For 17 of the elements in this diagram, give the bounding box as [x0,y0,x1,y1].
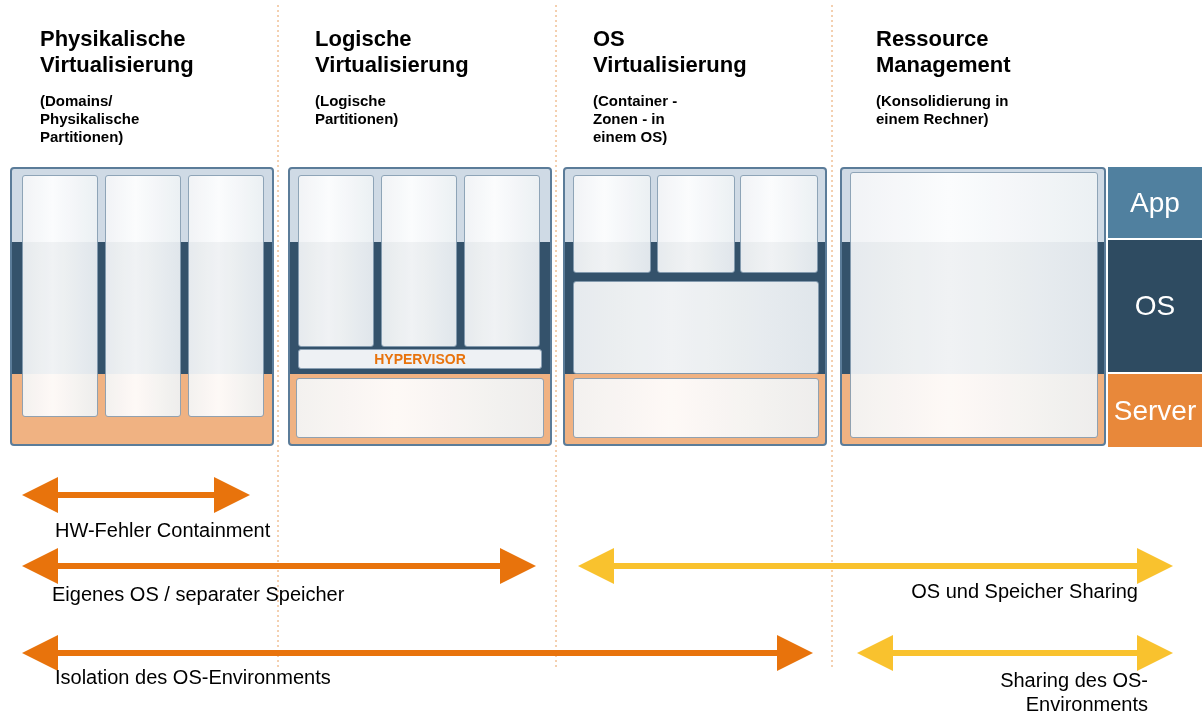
range-label: Eigenes OS / separater Speicher [52,583,345,605]
column-subheading: (Domains/ Physikalische Partitionen) [40,92,140,145]
column-subheading: (Konsolidierung in einem Rechner) [876,92,1009,127]
column-heading: Logische Virtualisierung [315,26,469,77]
layer-bar: HYPERVISOR [298,349,542,369]
column-heading: Physikalische Virtualisierung [40,26,194,77]
column-heading: OS Virtualisierung [593,26,747,77]
range-label: OS und Speicher Sharing [911,580,1138,602]
column-subheading: (Container - Zonen - in einem OS) [593,92,678,145]
range-label: Isolation des OS-Environments [55,666,331,688]
layer-block: Server [1108,374,1202,447]
range-label: Sharing des OS-Environments [1000,669,1148,715]
column-subheading: (Logische Partitionen) [315,92,399,127]
layer-block: App [1108,167,1202,238]
range-label: HW-Fehler Containment [55,519,271,541]
column-heading: Ressource Management [876,26,1011,77]
layer-block: OS [1108,240,1202,372]
